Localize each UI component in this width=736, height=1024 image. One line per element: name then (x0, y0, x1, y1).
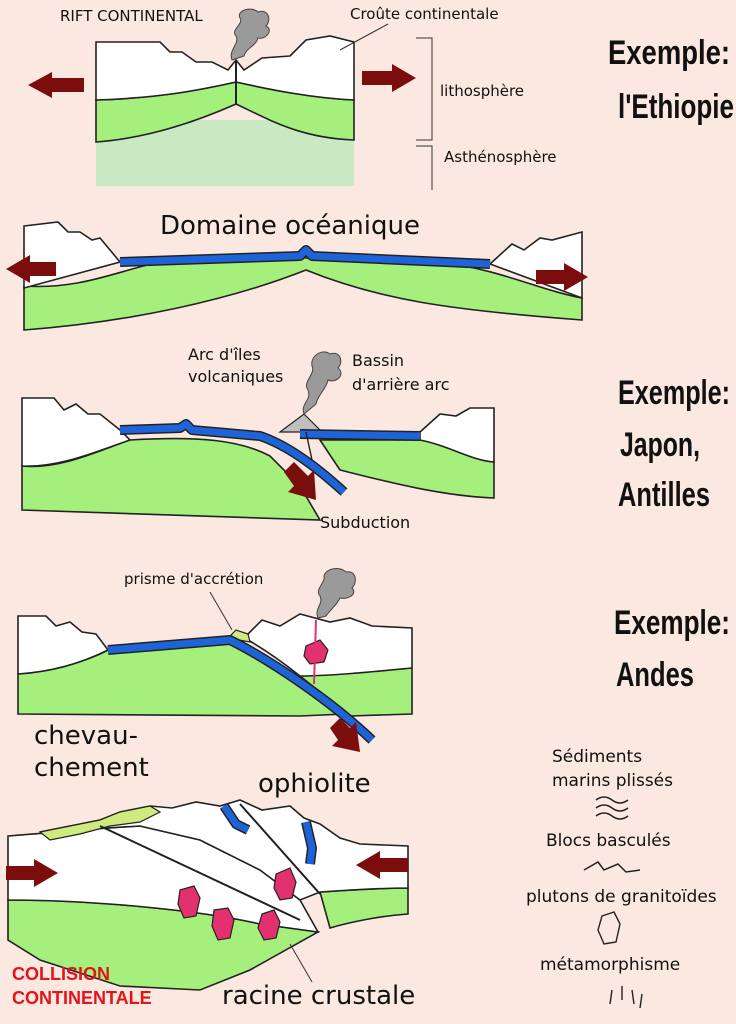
andean-volcanic-plume (316, 568, 356, 619)
panel-rift: RIFT CONTINENTAL Croûte continentale lit… (28, 5, 734, 190)
tilted-blocks-icon (583, 861, 641, 873)
pluton-icon (597, 911, 621, 945)
basin-label-1: Bassin (352, 351, 404, 370)
ophiolite-slab (221, 804, 250, 834)
arc-label-1: Arc d'îles (188, 345, 261, 364)
example-andes-2: Andes (616, 656, 694, 694)
oceanic-crust (119, 246, 491, 268)
left-continent-subduction (21, 397, 132, 467)
right-continent-backarc (419, 407, 495, 463)
prism-leader-line (209, 591, 233, 631)
andean-continent (247, 613, 413, 677)
example-japan-3: Antilles (618, 476, 710, 514)
legend-plutons: plutons de granitoïdes (526, 887, 717, 907)
lithosphere-label: lithosphère (440, 82, 524, 100)
collision-pluton-1 (177, 885, 201, 919)
orogen-crust (39, 799, 409, 901)
subducting-slab (119, 420, 347, 495)
root-leader-line (289, 943, 313, 983)
left-convergence-arrow (6, 859, 58, 887)
thrust-fault-2 (239, 803, 321, 895)
collision-right-mantle (318, 887, 409, 930)
andean-subduction-arrow (330, 718, 360, 752)
subduction-label: Subduction (320, 513, 410, 532)
thrust-fault-1 (99, 825, 301, 921)
example-japan-2: Japon, (620, 426, 700, 464)
prism-label: prisme d'accrétion (124, 570, 263, 588)
example-ethiopia-1: Exemple: (608, 34, 730, 72)
thrust-label-2: chement (34, 753, 149, 783)
backarc-oceanic-crust (299, 430, 421, 440)
folded-sediments (38, 805, 162, 841)
asthenosphere-bracket (416, 145, 433, 190)
asthenosphere-label: Asthénosphère (444, 148, 557, 166)
oceanic-continent-left (17, 615, 110, 675)
panel-oceanic-domain: Domaine océanique (6, 211, 588, 331)
example-andes-1: Exemple: (614, 604, 730, 642)
collision-title-1: COLLISION (12, 964, 110, 984)
andean-magma-conduit (313, 619, 317, 685)
crustal-root-label: racine crustale (222, 981, 415, 1011)
collision-pluton-2 (211, 907, 235, 941)
basin-label-2: d'arrière arc (352, 375, 450, 394)
legend-metamorphism: métamorphisme (540, 955, 680, 975)
crust-leader-line (339, 23, 389, 51)
collision-pluton-3 (257, 909, 281, 941)
right-spreading-arrow (536, 263, 588, 291)
left-spreading-arrow (6, 255, 56, 283)
thrust-label-1: chevau- (34, 721, 138, 751)
right-divergence-arrow (362, 64, 416, 92)
example-japan-1: Exemple: (618, 374, 730, 412)
panel-collision: chevau- chement ophiolite COLLISION CONT… (6, 721, 415, 1011)
oceanic-domain-title: Domaine océanique (160, 211, 420, 241)
left-divergence-arrow (28, 72, 84, 98)
legend-blocks: Blocs basculés (546, 831, 671, 851)
arc-volcanic-plume (302, 351, 342, 415)
example-ethiopia-2: l'Ethiopie (618, 88, 734, 126)
rift-title: RIFT CONTINENTAL (60, 7, 203, 25)
crust-label: Croûte continentale (350, 5, 499, 23)
collision-pluton-4 (273, 867, 297, 901)
lithosphere-bracket (416, 37, 433, 141)
ophiolite-slab-2 (302, 821, 316, 865)
panel-andean: prisme d'accrétion Exemple: Andes (17, 568, 730, 752)
ophiolite-label: ophiolite (258, 769, 371, 799)
folded-sediments-icon (595, 796, 629, 820)
collision-title-2: CONTINENTALE (12, 988, 152, 1008)
right-convergence-arrow (356, 851, 408, 879)
metamorphism-icon (609, 986, 643, 1009)
arc-label-2: volcaniques (188, 367, 283, 386)
magma-conduit (305, 431, 313, 461)
legend-sediments-2: marins plissés (552, 771, 673, 791)
subduction-arrow (284, 462, 316, 500)
panel-subduction: Arc d'îles volcaniques Bassin d'arrière … (21, 345, 730, 532)
legend-sediments-1: Sédiments (552, 747, 642, 767)
volcanic-plume (230, 8, 270, 61)
legend: Sédiments marins plissés Blocs basculés … (526, 747, 717, 1009)
